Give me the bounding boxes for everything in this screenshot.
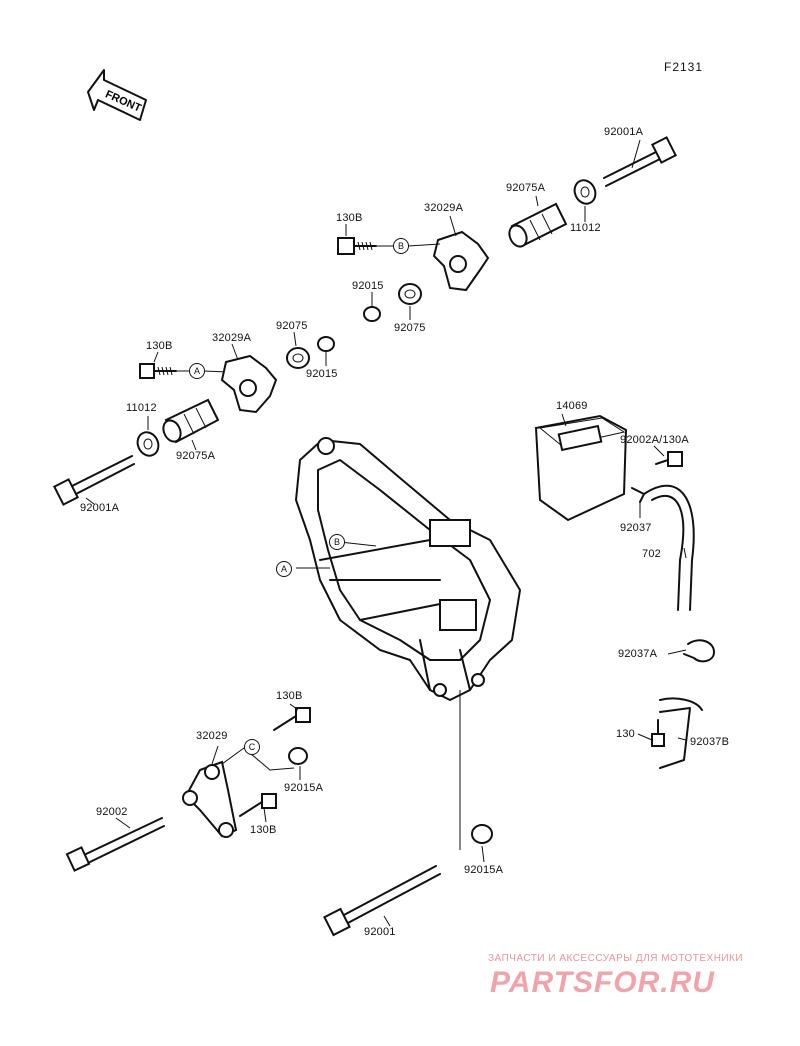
label-11012-mid: 11012	[126, 402, 157, 414]
label-92001A-top: 92001A	[604, 126, 644, 138]
label-92015-mid: 92015	[306, 368, 338, 380]
label-92002A-130A: 92002A/130A	[620, 434, 689, 446]
label-130B-low1: 130B	[276, 690, 303, 702]
label-11012-top: 11012	[570, 222, 601, 234]
leader-lines	[85, 139, 687, 927]
front-label: FRONT	[103, 88, 143, 114]
clip-92037A	[683, 639, 715, 663]
label-92075A-top: 92075A	[506, 182, 546, 194]
watermark-tagline: ЗАПЧАСТИ И АКСЕССУАРЫ ДЛЯ МОТОТЕХНИКИ	[488, 953, 744, 964]
label-32029: 32029	[196, 730, 228, 742]
label-92015-top: 92015	[352, 280, 384, 292]
ref-marker-a-mid: A	[189, 363, 205, 379]
label-92075-mid: 92075	[276, 320, 308, 332]
spacer-11012-mid	[136, 431, 160, 457]
bolt-130B-low1	[273, 707, 311, 731]
bolt-92001A-top	[603, 136, 678, 187]
front-direction-arrow-icon: FRONT	[87, 69, 147, 121]
label-130B-mid: 130B	[146, 340, 173, 352]
label-130: 130	[616, 728, 635, 740]
label-32029A-mid: 32029A	[212, 332, 252, 344]
label-702: 702	[642, 548, 661, 560]
label-92075-top: 92075	[394, 322, 426, 334]
nut-92015A-low	[288, 747, 308, 765]
label-130B-top: 130B	[336, 212, 363, 224]
hose-702	[643, 484, 695, 611]
label-92037A: 92037A	[618, 648, 658, 660]
bolt-130B-top	[337, 237, 377, 255]
ref-marker-b-frame: B	[329, 534, 345, 550]
clip-92037	[631, 487, 645, 503]
label-32029A-top: 32029A	[424, 202, 464, 214]
motorcycle-frame	[295, 437, 521, 701]
label-14069: 14069	[556, 400, 588, 412]
label-92001A-mid: 92001A	[80, 502, 120, 514]
label-92037B: 92037B	[690, 736, 730, 748]
label-92002: 92002	[96, 806, 128, 818]
bracket-32029A-top	[432, 230, 490, 292]
bolt-92002A-130A	[655, 451, 683, 467]
bushing-92075A-top	[508, 202, 568, 248]
label-92015A-bottom: 92015A	[464, 864, 504, 876]
nut-92015A-bottom	[471, 824, 493, 844]
figure-code: F2131	[664, 60, 704, 74]
label-92001: 92001	[364, 926, 396, 938]
bolt-92002	[65, 817, 165, 872]
ref-marker-a-frame: A	[276, 561, 292, 577]
clamp-92037B-and-bolt-130	[651, 697, 703, 769]
bolt-130B-mid	[139, 363, 177, 379]
reservoir-14069	[534, 414, 628, 522]
nut-92015-top	[363, 306, 381, 322]
ref-marker-b-top: B	[393, 238, 409, 254]
ref-marker-c: C	[244, 739, 260, 755]
spacer-11012-top	[573, 179, 597, 205]
watermark-brand-logo: PARTSFOR.RU	[490, 966, 715, 999]
bushing-92075-mid	[286, 347, 310, 369]
bracket-32029A-mid	[220, 354, 278, 414]
bolt-92001A-mid	[52, 455, 135, 506]
nut-92015-mid	[317, 336, 335, 352]
label-92015A-low: 92015A	[284, 782, 324, 794]
label-92037: 92037	[620, 522, 652, 534]
bolt-92001	[323, 865, 441, 937]
bushing-92075-top	[398, 283, 422, 305]
bracket-32029	[182, 747, 295, 838]
bushing-92075A-mid	[162, 398, 220, 444]
bolt-130B-low2	[239, 793, 277, 817]
label-130B-low2: 130B	[250, 824, 277, 836]
label-92075A-mid: 92075A	[176, 450, 216, 462]
